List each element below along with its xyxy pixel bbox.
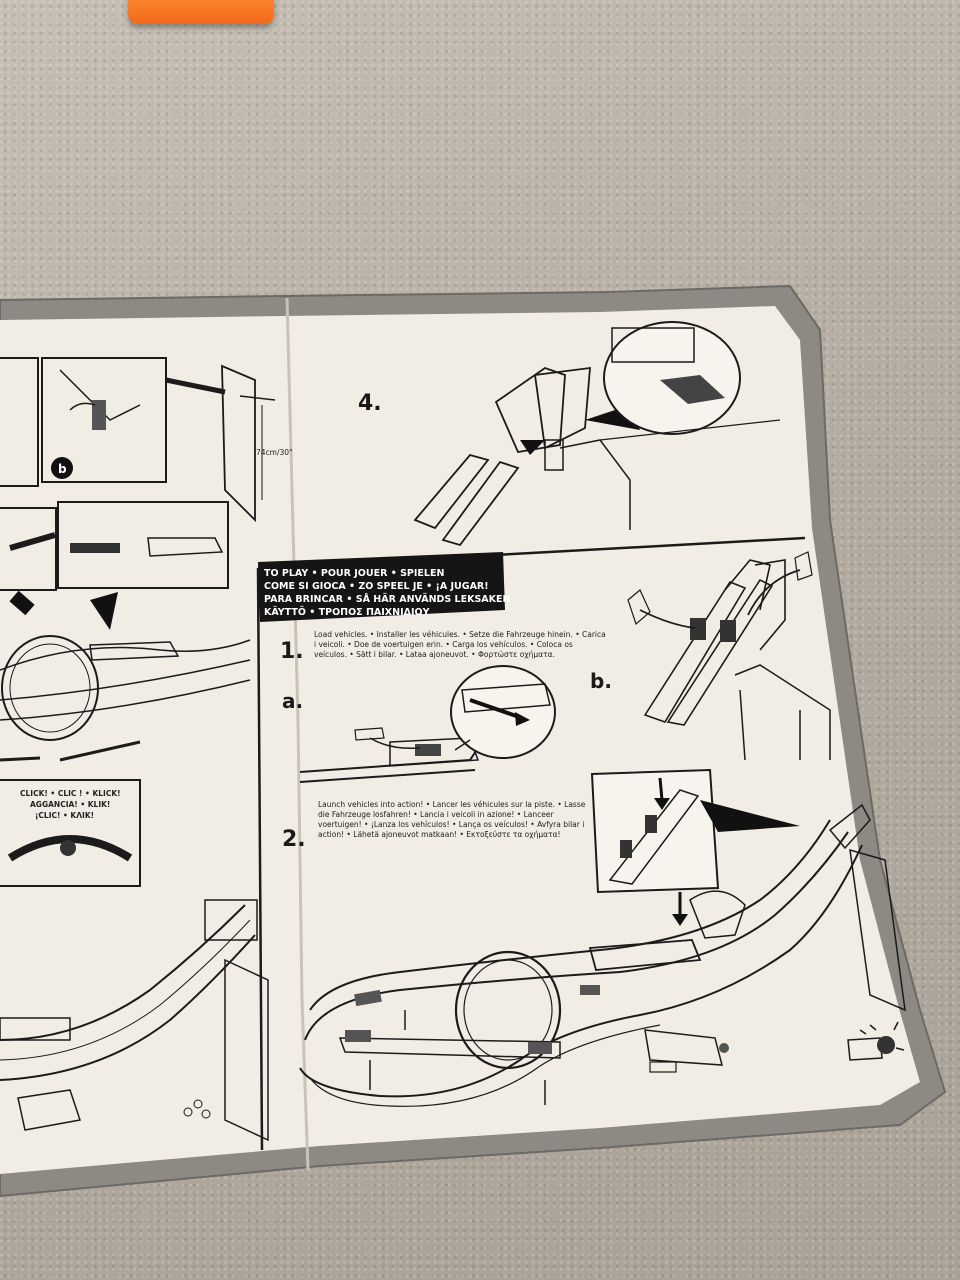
step2-number: 2.	[282, 827, 306, 852]
step4-panel: 4.	[358, 321, 781, 547]
to-play-banner: TO PLAY • POUR JOUER • SPIELEN COME SI G…	[258, 552, 511, 622]
height-measure: 74cm/30"	[256, 448, 293, 457]
step2-text-line-4: action! • Lähetä ajoneuvot matkaan! • Εκ…	[318, 830, 561, 839]
click-text-line-2: AGGANCIA! • KLIK!	[30, 800, 110, 809]
left-panel: b 74cm/30" CLICK! • CLIC ! • KLICK! AGGA…	[0, 357, 293, 1142]
banner-line-2: COME SI GIOCA • ZO SPEEL JE • ¡A JUGAR!	[264, 581, 489, 592]
step2-text-line-2: die Fahrzeuge losfahren! • Lancia i veic…	[318, 810, 554, 819]
click-text-line-1: CLICK! • CLIC ! • KLICK!	[20, 789, 121, 798]
click-text-line-3: ¡CLIC! • ΚΛΙΚ!	[35, 811, 94, 820]
orange-toy-piece	[128, 0, 274, 24]
step-b-badge	[51, 457, 73, 479]
step1-sub-a: a.	[282, 689, 303, 713]
banner-line-3: PARA BRINCAR • SÅ HÄR ANVÄNDS LEKSAKEN	[264, 594, 511, 605]
svg-text:b: b	[58, 462, 67, 476]
fold-crease	[285, 297, 310, 1171]
step1-section: 1. Load vehicles. • Installer les véhicu…	[280, 551, 831, 783]
step2-section: 2. Launch vehicles into action! • Lancer…	[282, 768, 906, 1107]
banner-line-1: TO PLAY • POUR JOUER • SPIELEN	[264, 568, 444, 579]
step1-sub-b: b.	[590, 669, 612, 693]
step2-text-line-3: voertuigen! • ¡Lanza los vehículos! • La…	[318, 820, 584, 829]
step1-number: 1.	[280, 639, 304, 664]
step4-number: 4.	[358, 391, 382, 416]
step1-text-line-2: i veicoli. • Doe de voertuigen erin. • C…	[314, 640, 573, 649]
banner-line-4: KÄYTTÖ • ΤΡΟΠΟΣ ΠΑΙΧΝΙΔΙΟΥ	[264, 607, 430, 618]
step2-text-line-1: Launch vehicles into action! • Lancer le…	[318, 800, 586, 809]
step1-text-line-1: Load vehicles. • Installer les véhicules…	[314, 630, 606, 639]
step1-text-line-3: veículos. • Sätt i bilar. • Lataa ajoneu…	[314, 650, 555, 659]
zoom-circle-step4	[603, 321, 741, 435]
sheet-paper	[0, 306, 920, 1174]
